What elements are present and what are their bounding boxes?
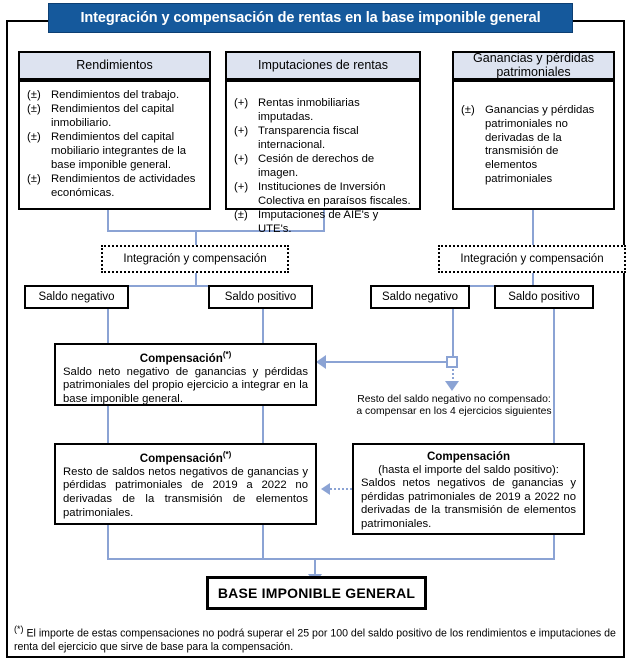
compensacion-1-body: Saldo neto negativo de ganancias y pérdi… xyxy=(63,365,308,405)
connector-col1-down xyxy=(107,210,109,232)
connector-col2-down xyxy=(323,210,325,232)
column-header-ganancias: Ganancias y pérdidas patrimoniales xyxy=(452,51,615,80)
compensacion-3-title: Compensación xyxy=(426,450,511,463)
sign-symbol: (±) xyxy=(27,131,41,144)
compensacion-2-body: Resto de saldos netos negativos de ganan… xyxy=(63,465,308,519)
footnote-marker: (*) xyxy=(222,450,232,459)
list-item-text: Cesión de derechos de imagen. xyxy=(258,153,375,179)
connector-right-integracion-down xyxy=(532,273,534,287)
sign-symbol: (±) xyxy=(27,89,41,101)
column-body-ganancias: (±) Ganancias y pérdidas patrimoniales n… xyxy=(452,80,615,210)
compensacion-box-2: Compensación(*) Resto de saldos netos ne… xyxy=(54,443,317,525)
sign-symbol: (+) xyxy=(234,181,249,194)
list-item-text: Rendimientos del capital mobiliario inte… xyxy=(51,131,187,171)
connector-right-split xyxy=(414,285,572,287)
connector-right-negative-trunk xyxy=(452,309,454,362)
list-item-text: Instituciones de Inversión Colectiva en … xyxy=(258,181,411,207)
connector-left-positive-trunk xyxy=(262,309,264,560)
list-item: (±) Rendimientos del capital inmobiliari… xyxy=(27,103,203,131)
compensacion-3-subtitle: (hasta el importe del saldo positivo): xyxy=(378,464,559,476)
connector-junction-to-comp1 xyxy=(325,361,453,363)
list-item-text: Rendimientos de actividades económicas. xyxy=(51,173,196,199)
saldo-positivo-left: Saldo positivo xyxy=(208,285,313,309)
sign-symbol: (+) xyxy=(234,153,249,166)
bullet-list-ganancias: (±) Ganancias y pérdidas patrimoniales n… xyxy=(454,82,613,191)
footnote-marker: (*) xyxy=(222,350,232,359)
list-item: (+) Cesión de derechos de imagen. xyxy=(234,153,413,181)
list-item-text: Imputaciones de AIE's y UTE's. xyxy=(258,209,379,236)
base-imponible-general-box: BASE IMPONIBLE GENERAL xyxy=(206,576,427,610)
sign-symbol: (±) xyxy=(27,173,41,186)
sign-symbol: (+) xyxy=(234,97,249,109)
column-header-imputaciones: Imputaciones de rentas xyxy=(225,51,421,80)
saldo-negativo-left: Saldo negativo xyxy=(24,285,129,309)
connector-left-split xyxy=(65,285,282,287)
compensacion-3-body: Saldos netos negativos de ganancias y pé… xyxy=(361,477,576,530)
compensacion-2-title: Compensación(*) xyxy=(139,450,232,465)
compensacion-1-title: Compensación(*) xyxy=(139,350,232,365)
list-item: (+) Instituciones de Inversión Colectiva… xyxy=(234,181,413,209)
arrow-down-icon xyxy=(445,381,459,391)
list-item-text: Rendimientos del trabajo. xyxy=(51,89,180,101)
bullet-list-rendimientos: (±) Rendimientos del trabajo. (±) Rendim… xyxy=(20,82,209,205)
footnote: (*) El importe de estas compensaciones n… xyxy=(14,624,622,655)
list-item-text: Transparencia fiscal internacional. xyxy=(258,125,359,151)
integracion-compensacion-left: Integración y compensación xyxy=(101,245,289,273)
list-item: (±) Imputaciones de AIE's y UTE's. xyxy=(234,209,413,237)
compensacion-box-1: Compensación(*) Saldo neto negativo de g… xyxy=(54,343,317,406)
resto-saldo-negativo-note: Resto del saldo negativo no compensado: … xyxy=(356,394,552,418)
saldo-positivo-right: Saldo positivo xyxy=(494,285,594,309)
sign-symbol: (±) xyxy=(234,209,248,222)
list-item-text: Rendimientos del capital inmobiliario. xyxy=(51,103,175,130)
column-body-rendimientos: (±) Rendimientos del trabajo. (±) Rendim… xyxy=(18,80,211,210)
arrow-left-small-icon xyxy=(321,483,330,495)
connector-left-join xyxy=(107,230,325,232)
sign-symbol: (±) xyxy=(27,103,41,116)
bullet-list-imputaciones: (+) Rentas inmobiliarias imputadas. (+) … xyxy=(227,82,419,241)
junction-node xyxy=(446,356,458,368)
list-item: (±) Rendimientos del capital mobiliario … xyxy=(27,131,203,172)
connector-left-into-integracion xyxy=(195,230,197,246)
footnote-text: El importe de estas compensaciones no po… xyxy=(14,627,616,654)
list-item: (+) Transparencia fiscal internacional. xyxy=(234,125,413,153)
saldo-negativo-right: Saldo negativo xyxy=(370,285,470,309)
sign-symbol: (+) xyxy=(234,125,249,138)
connector-junction-dotted-down xyxy=(452,369,454,383)
list-item: (+) Rentas inmobiliarias imputadas. xyxy=(234,97,413,125)
list-item-text: Ganancias y pérdidas patrimoniales no de… xyxy=(485,104,595,185)
column-header-rendimientos: Rendimientos xyxy=(18,51,211,80)
list-item: (±) Ganancias y pérdidas patrimoniales n… xyxy=(461,104,607,187)
connector-right-positive-trunk xyxy=(553,309,555,560)
connector-col3-down xyxy=(532,210,534,246)
sign-symbol: (±) xyxy=(461,104,475,116)
compensacion-box-3: Compensación (hasta el importe del saldo… xyxy=(352,443,585,535)
connector-left-integracion-down xyxy=(195,273,197,287)
page-title: Integración y compensación de rentas en … xyxy=(48,3,573,33)
column-body-imputaciones: (+) Rentas inmobiliarias imputadas. (+) … xyxy=(225,80,421,235)
connector-comp3-to-comp2 xyxy=(330,488,352,490)
connector-left-negative-trunk xyxy=(107,309,109,560)
list-item-text: Rentas inmobiliarias imputadas. xyxy=(258,97,360,123)
footnote-mark: (*) xyxy=(14,624,24,634)
integracion-compensacion-right: Integración y compensación xyxy=(438,245,626,273)
list-item: (±) Rendimientos de actividades económic… xyxy=(27,173,203,201)
arrow-left-icon xyxy=(316,355,326,369)
connector-rail-to-final xyxy=(314,558,316,576)
connector-bottom-rail xyxy=(107,558,555,560)
list-item: (±) Rendimientos del trabajo. xyxy=(27,89,203,103)
